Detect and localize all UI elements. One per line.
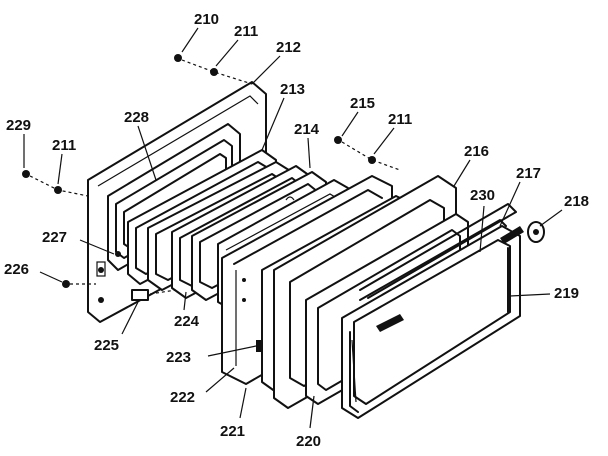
label-221: 221 [220,423,245,440]
end-cap-218 [527,221,545,243]
label-211-mid: 211 [388,111,412,128]
label-215: 215 [350,95,375,112]
label-219: 219 [554,285,579,302]
label-212: 212 [276,39,301,56]
label-225: 225 [94,337,119,354]
label-226: 226 [4,261,29,278]
label-211-left: 211 [52,137,76,154]
screws-210-211 [22,54,376,301]
label-222: 222 [170,389,195,406]
label-229: 229 [6,117,31,134]
part-labels: 210 211 212 213 214 215 211 216 217 218 … [4,11,589,450]
label-211-top: 211 [234,23,258,40]
label-224: 224 [174,313,200,330]
leader-lines [23,27,563,429]
label-216: 216 [464,143,489,160]
front-panel-219 [341,219,521,419]
label-227: 227 [42,229,67,246]
label-210: 210 [194,11,219,28]
label-223: 223 [166,349,191,366]
dash-lines [29,59,401,295]
label-217: 217 [516,165,541,182]
label-213: 213 [280,81,305,98]
label-230: 230 [470,187,495,204]
handle-217 [359,203,524,299]
label-218: 218 [564,193,589,210]
label-220: 220 [296,433,321,450]
label-228: 228 [124,109,149,126]
label-214: 214 [294,121,320,138]
